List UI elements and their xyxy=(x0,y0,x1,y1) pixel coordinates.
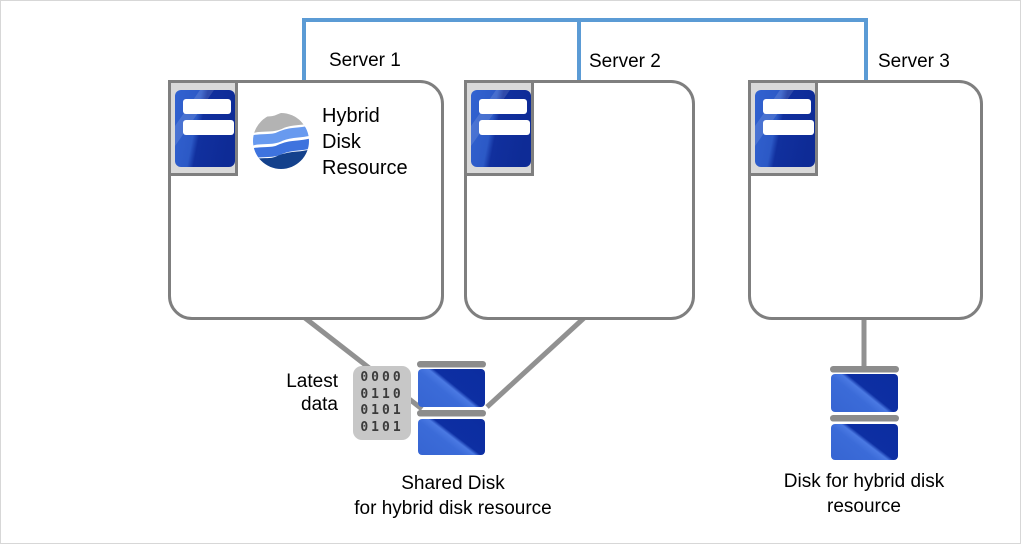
server2-shared-disk-link xyxy=(485,316,586,409)
server-icon xyxy=(464,80,534,176)
server1-icon-frame xyxy=(168,80,238,176)
shared-disk-caption: Shared Disk for hybrid disk resource xyxy=(354,473,552,519)
hybrid-disk-resource-label: Hybrid Disk Resource xyxy=(322,105,408,179)
hybrid-disk-icon xyxy=(830,366,899,460)
server3-label: Server 3 xyxy=(878,51,950,72)
server3-icon-frame xyxy=(748,80,818,176)
server-icon xyxy=(168,80,238,176)
hybrid-disk-logo-icon xyxy=(253,113,309,169)
binary-digits: 0000 0110 0101 0101 xyxy=(360,370,404,435)
server1-box xyxy=(168,80,444,320)
shared-disk-icon xyxy=(417,361,486,455)
hybrid-disk-caption: Disk for hybrid disk resource xyxy=(783,471,945,517)
latest-data-label: Latest data xyxy=(286,371,338,415)
server2-label: Server 2 xyxy=(589,51,661,72)
server-icon xyxy=(748,80,818,176)
server1-label: Server 1 xyxy=(329,50,401,71)
server3-box xyxy=(748,80,983,320)
network-line xyxy=(302,18,868,81)
server2-box xyxy=(464,80,695,320)
binary-data-icon: 0000 0110 0101 0101 xyxy=(353,366,411,440)
server2-icon-frame xyxy=(464,80,534,176)
